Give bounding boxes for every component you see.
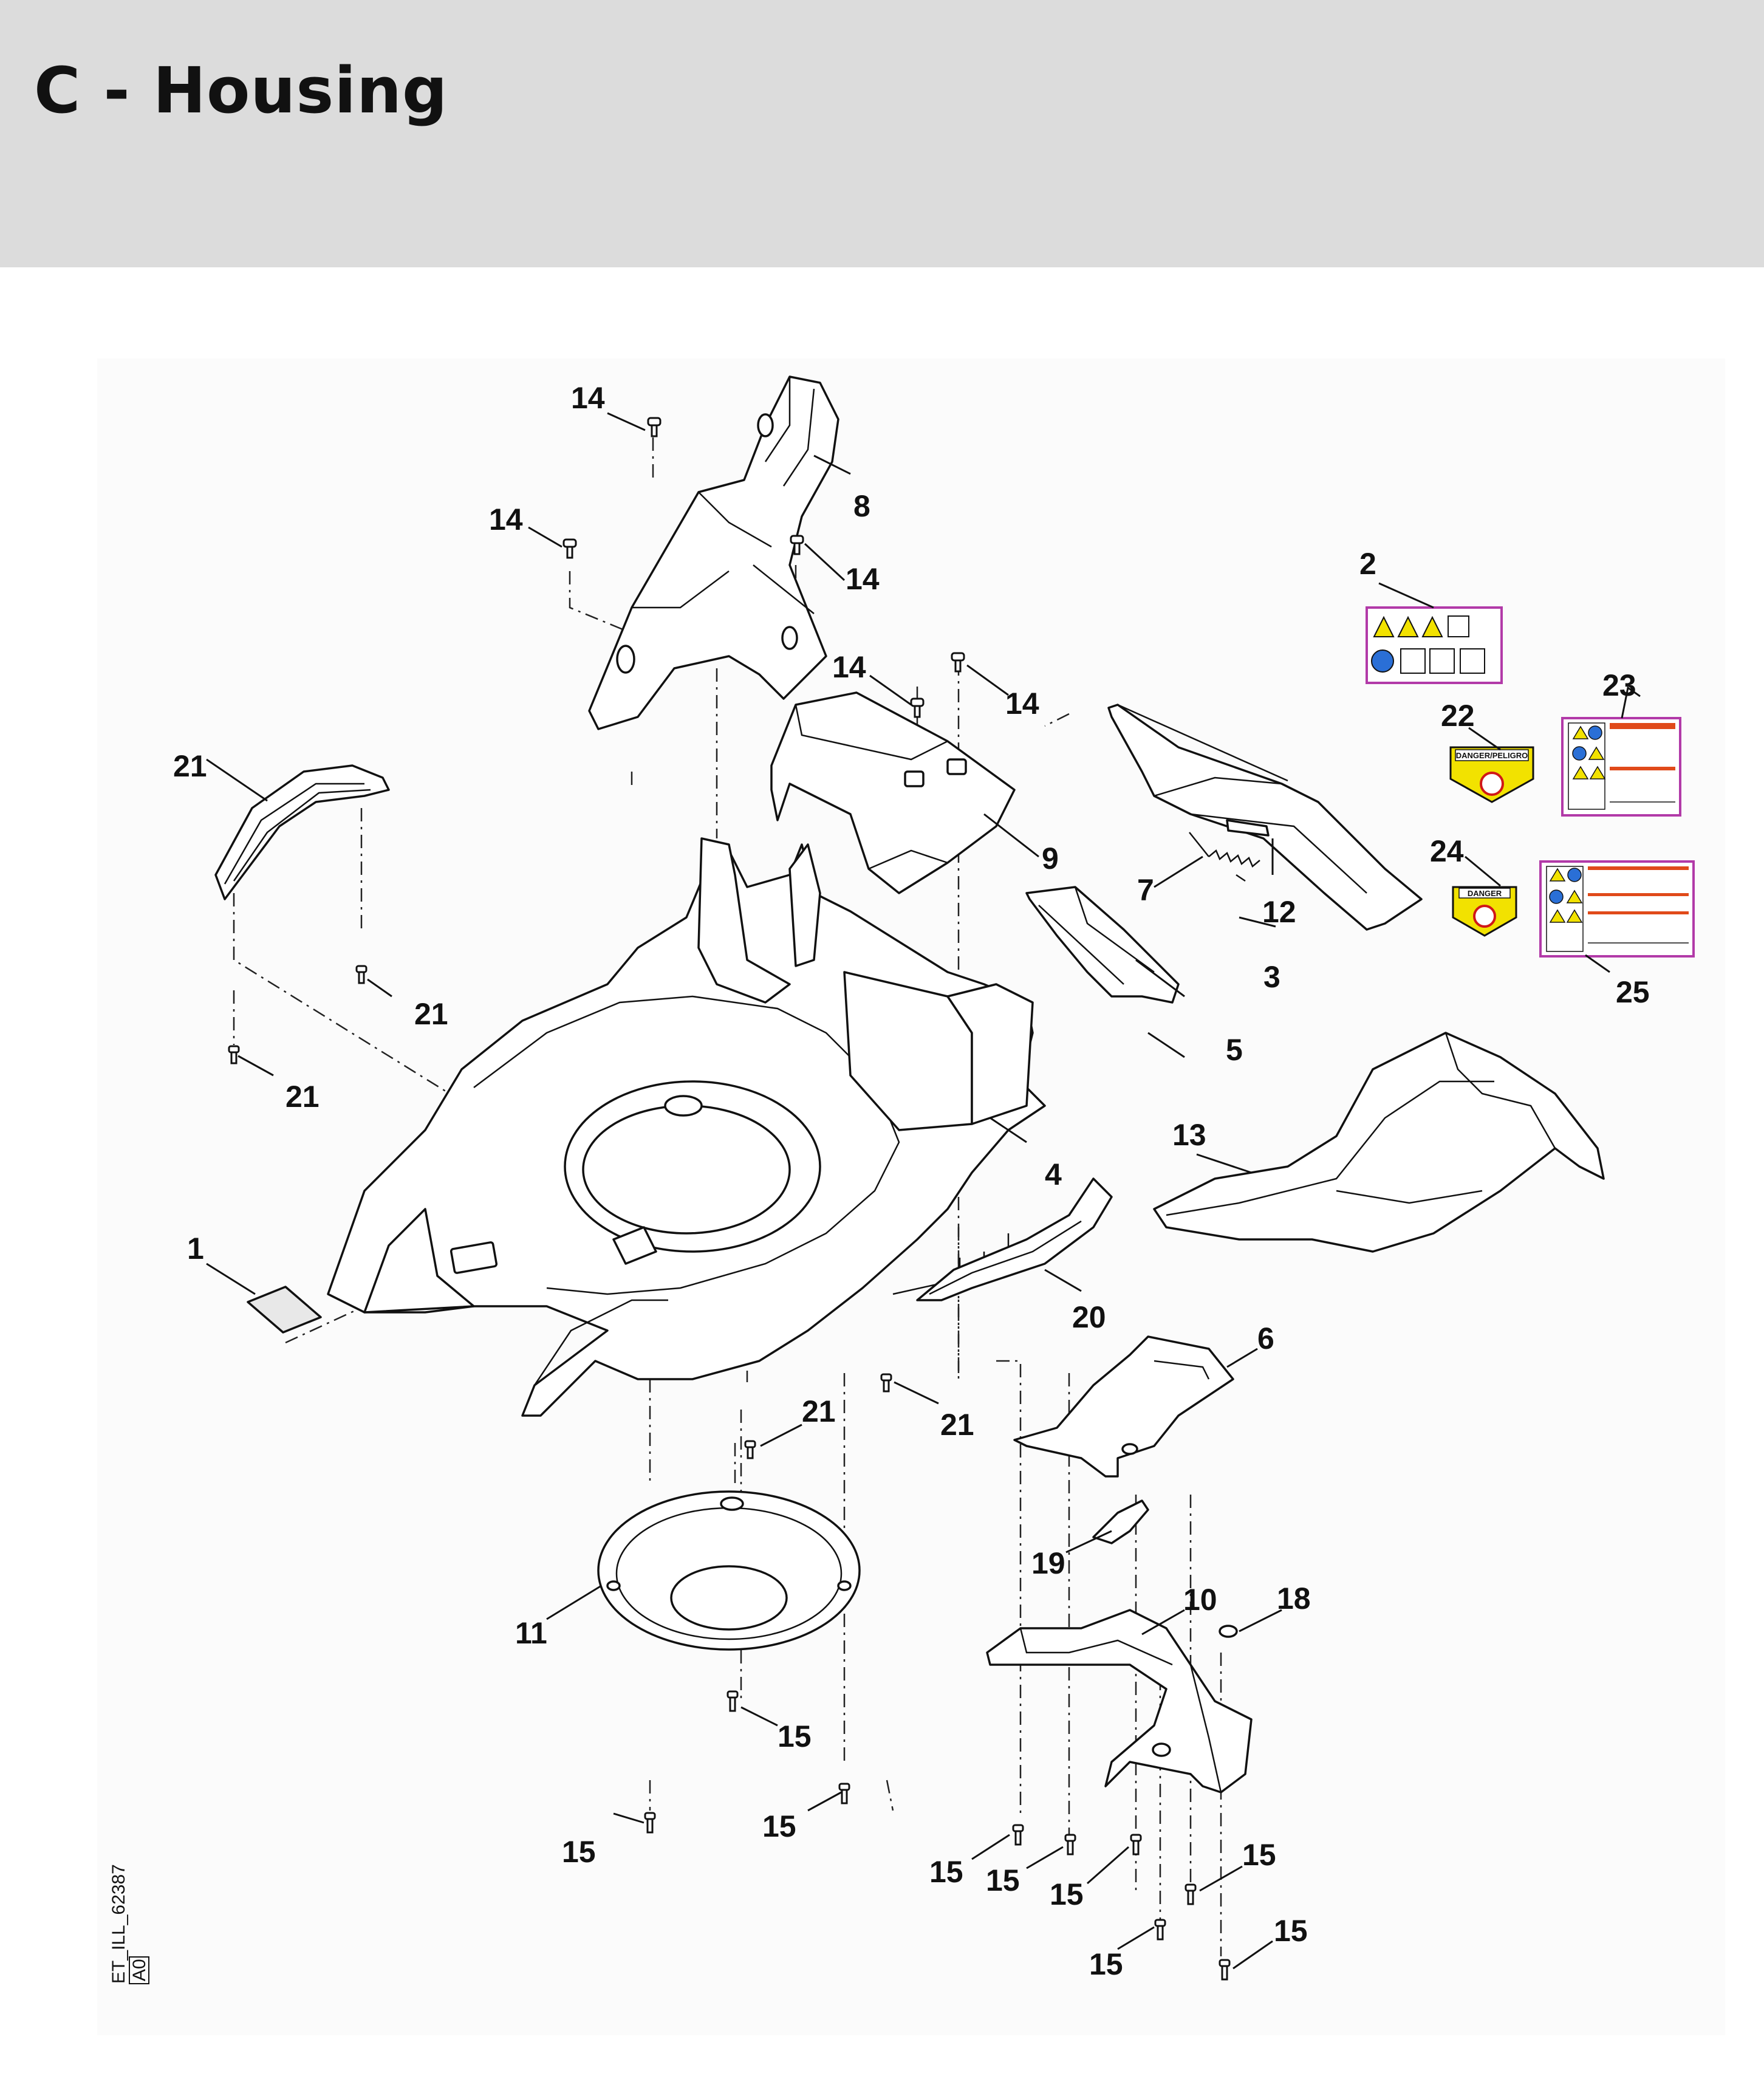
callout-21: 21 [802,1394,836,1428]
diagram-area: DANGER/PELIGRO DANGER [97,358,1725,2035]
screw-21-d [880,1373,892,1393]
callout-15: 15 [562,1835,596,1869]
callout-14: 14 [832,650,866,684]
part-6-deflector [1013,1335,1234,1478]
callout-19: 20 [1072,1300,1106,1334]
part-9-handle-mount [770,691,1016,894]
part-5-bracket [1025,886,1180,1004]
part-7-spring [1189,832,1260,882]
callout-14: 14 [1005,687,1039,721]
page-title: C - Housing [34,53,448,128]
part-10-lower-chute [986,1609,1253,1794]
exploded-parts-diagram: DANGER/PELIGRO DANGER [109,375,1695,1984]
part-19-trim-strip [916,1177,1113,1301]
part-22-danger-decal: DANGER/PELIGRO [1449,746,1534,803]
screw-14-d [910,697,925,718]
assembly-lines [233,437,1222,1956]
callout-11: 11 [515,1616,547,1650]
callouts: 14 14 14 14 14 8 9 2 22 23 24 25 3 12 7 … [173,381,1650,1981]
callout-4: 4 [1045,1157,1062,1191]
screw-21-b [228,1045,240,1064]
screw-15-a [726,1690,739,1712]
callout-8: 8 [853,489,870,523]
callout-15: 15 [929,1855,963,1889]
part-3-rear-flap [1107,704,1423,931]
callout-16: 18 [1277,1581,1311,1615]
danger-peligro-text: DANGER/PELIGRO [1456,751,1528,760]
part-16-washer [1219,1625,1238,1638]
callout-15: 15 [1242,1838,1276,1872]
part-24-danger-decal: DANGER [1452,886,1517,937]
part-23-label [1561,717,1681,817]
screw-15-i [1219,1959,1231,1981]
screw-15-d [1012,1824,1024,1846]
callout-18: 19 [1031,1546,1065,1580]
callout-15: 15 [986,1863,1020,1897]
callout-5: 5 [1226,1033,1243,1067]
part-13-discharge-chute [1153,1032,1605,1253]
danger-text: DANGER [1468,889,1502,898]
screw-15-e [1064,1834,1076,1855]
callout-20: 21 [173,749,207,783]
callout-6: 6 [1257,1321,1274,1355]
callout-12: 12 [1262,895,1296,929]
part-1-label [247,1286,322,1334]
screws [228,417,1231,1981]
callout-15: 15 [778,1719,812,1753]
screw-14-c [790,535,804,555]
part-25-label [1539,860,1695,958]
callout-25: 25 [1616,975,1650,1009]
callout-21: 21 [414,997,448,1031]
callout-1: 1 [187,1232,204,1266]
screw-21-c [744,1440,756,1459]
screw-21-a [355,965,368,984]
screw-15-f [1130,1834,1142,1855]
callout-7: 7 [1137,873,1154,907]
illustration-id: ET_ILL_62387 A0 [109,1864,149,1984]
callout-10: 10 [1183,1583,1217,1617]
page-header: C - Housing [0,0,1764,267]
screw-15-c [838,1783,850,1804]
part-20-side-trim [214,764,390,900]
callout-3: 3 [1263,960,1280,994]
screw-15-h [1154,1919,1166,1941]
callout-23: 23 [1602,668,1636,702]
callout-13: 13 [1172,1118,1206,1152]
callout-21: 21 [940,1408,974,1442]
callout-14: 14 [846,562,880,596]
part-11-blade-shield [597,1490,861,1651]
part-2-warning-label [1366,606,1503,684]
screw-15-g [1185,1883,1197,1905]
callout-15: 15 [1050,1877,1084,1911]
revision-text: A0 [129,1959,149,1981]
callout-22: 22 [1441,699,1475,733]
leader-lines [206,412,1641,1970]
screw-14-e [951,652,965,673]
callout-21: 21 [285,1080,320,1114]
callout-9: 9 [1042,841,1059,875]
screw-14-a [647,417,662,437]
revision-box [129,1956,149,1984]
callout-2: 2 [1359,547,1376,581]
callout-14: 14 [489,502,523,536]
callout-14: 14 [571,381,605,415]
screw-14-b [562,538,577,559]
callout-15: 15 [1274,1914,1308,1948]
part-12-pin [1226,819,1270,837]
part-18-clip [1092,1499,1149,1544]
callout-15: 15 [1089,1947,1123,1981]
screw-15-b [644,1812,656,1834]
callout-15: 15 [762,1809,796,1843]
illustration-id-text: ET_ILL_62387 [109,1864,129,1984]
part-8-handle-bracket [588,375,839,730]
part-4-housing-deck [327,837,1046,1417]
callout-24: 24 [1430,834,1464,868]
